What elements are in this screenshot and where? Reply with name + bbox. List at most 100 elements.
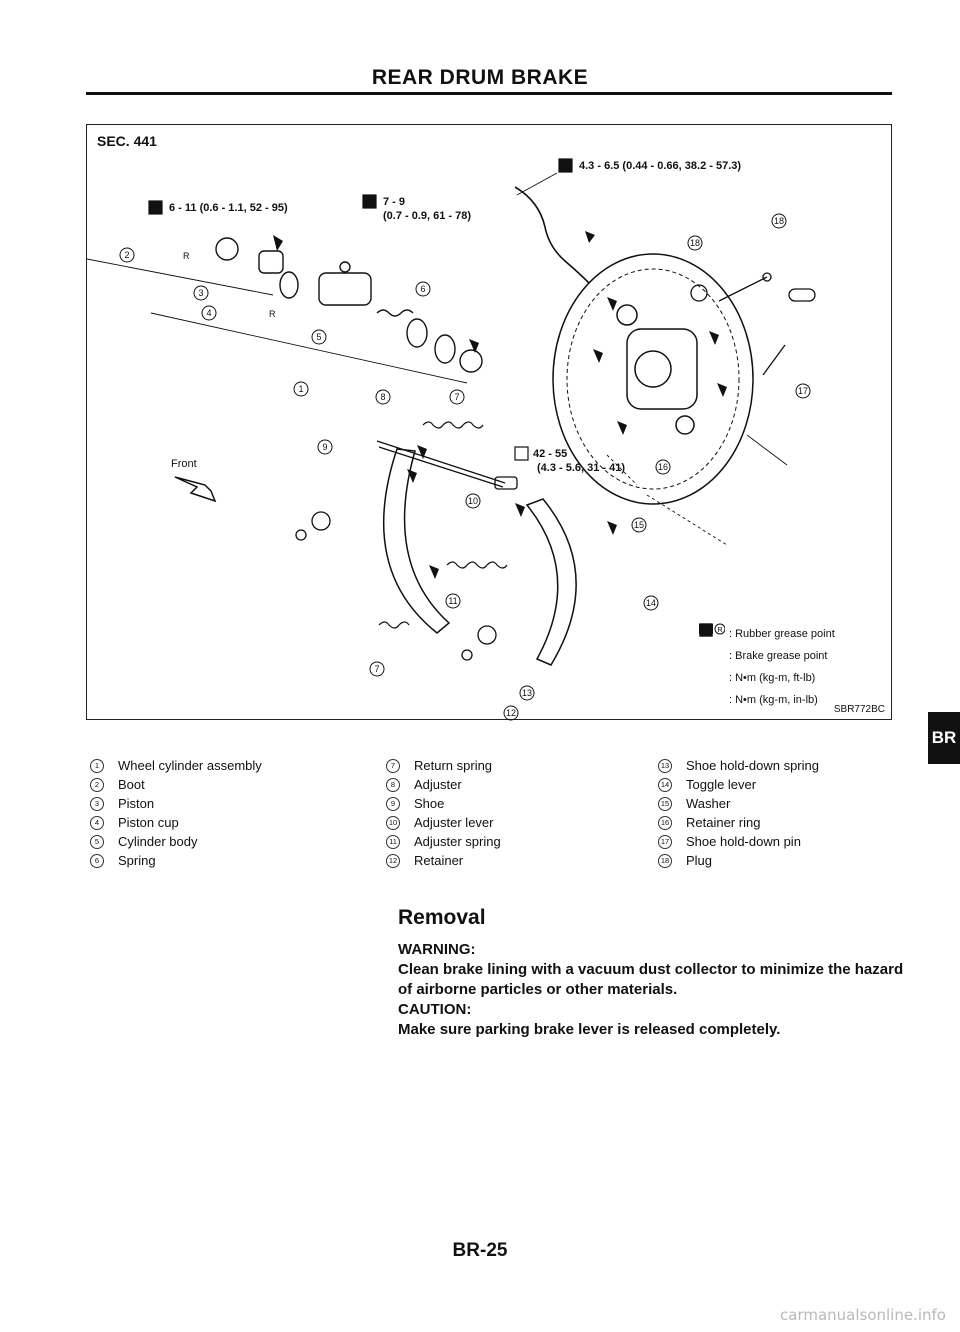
svg-text:2: 2 [124,250,129,260]
part-number: 10 [386,815,400,830]
svg-text:18: 18 [774,216,784,226]
caution-label: CAUTION: [398,1001,472,1018]
part-name: Adjuster lever [414,815,494,830]
legend-row: R : Rubber grease point [699,623,835,645]
warning-text: Clean brake lining with a vacuum dust co… [398,961,904,998]
adjuster [376,440,518,490]
svg-text:17: 17 [798,386,808,396]
callout-10: 10 [465,493,481,509]
callout-14: 14 [643,595,659,611]
part-name: Piston [118,796,155,811]
part-name: Shoe hold-down pin [686,834,801,849]
svg-text:1: 1 [298,384,303,394]
part-name: Retainer [414,853,464,868]
part-number: 2 [90,777,104,792]
part-item: 3 Piston [90,794,262,813]
part-number: 6 [90,853,104,868]
part-name: Shoe [414,796,445,811]
part-number: 18 [658,853,672,868]
part-item: 10 Adjuster lever [386,813,501,832]
svg-text:13: 13 [522,688,532,698]
callout-15: 15 [631,517,647,533]
torque-icon [514,446,529,461]
torque-icon [558,158,573,173]
symbol-legend: R : Rubber grease point : Brake grease p… [699,623,835,711]
backing-plate [552,253,754,505]
part-number: 16 [658,815,672,830]
rubber-grease-tags: R R [183,251,276,319]
part-number: 1 [90,758,104,773]
grease-arrows [273,231,727,579]
legend-row: : N•m (kg-m, in-lb) [699,624,835,711]
part-name: Plug [686,853,713,868]
legend-text: : N•m (kg-m, ft-lb) [729,672,816,684]
part-item: 2 Boot [90,775,262,794]
part-number: 9 [386,796,400,811]
removal-section: Removal WARNING: Clean brake lining with… [398,906,908,1040]
torque-label-2a: 7 - 9 [383,196,405,208]
part-number: 4 [90,815,104,830]
part-name: Toggle lever [686,777,757,792]
callout-2: 2 [119,247,135,263]
callout-16: 16 [655,459,671,475]
part-name: Adjuster spring [414,834,501,849]
legend-text: : Brake grease point [729,650,828,662]
torque-label-3: 4.3 - 6.5 (0.44 - 0.66, 38.2 - 57.3) [579,160,741,172]
part-number: 5 [90,834,104,849]
part-name: Return spring [414,758,493,773]
svg-text:15: 15 [634,520,644,530]
callout-3: 3 [193,285,209,301]
callout-13: 13 [519,685,535,701]
svg-text:11: 11 [448,596,457,606]
grease-tag-4: R [269,309,276,319]
callout-17: 17 [795,383,811,399]
part-number: 11 [386,834,400,849]
callouts: 2 3 4 5 6 1 8 7 9 10 11 7 12 13 14 15 16… [119,213,811,721]
part-item: 7 Return spring [386,756,501,775]
svg-text:9: 9 [322,442,327,452]
part-number: 15 [658,796,672,811]
svg-text:5: 5 [316,332,321,342]
section-tab: BR [928,712,960,764]
callout-11: 11 [445,593,461,609]
svg-text:4: 4 [206,308,211,318]
torque-icon [362,194,377,209]
svg-text:8: 8 [380,392,385,402]
page-number: BR-25 [452,1240,508,1261]
front-label: Front [171,458,197,470]
legend-row: : Brake grease point [699,624,835,667]
hold-down-parts [295,272,816,661]
callout-18b: 18 [771,213,787,229]
part-item: 11 Adjuster spring [386,832,501,851]
part-name: Washer [686,796,731,811]
part-name: Boot [118,777,145,792]
part-number: 13 [658,758,672,773]
front-arrow-icon [174,476,217,503]
diagram-artwork: 6 - 11 (0.6 - 1.1, 52 - 95) 7 - 9 (0.7 -… [87,158,816,721]
svg-text:7: 7 [454,392,459,402]
svg-text:3: 3 [198,288,203,298]
callout-9: 9 [317,439,333,455]
callout-8: 8 [375,389,391,405]
torque-labels: 6 - 11 (0.6 - 1.1, 52 - 95) 7 - 9 (0.7 -… [169,160,741,474]
page-title: REAR DRUM BRAKE [371,66,589,89]
torque-icon [148,200,163,215]
part-number: 3 [90,796,104,811]
part-name: Piston cup [118,815,179,830]
section-label: SEC. 441 [97,133,157,149]
torque-label-2b: (0.7 - 0.9, 61 - 78) [383,210,471,222]
svg-text:6: 6 [420,284,425,294]
grease-tag-legend: R [717,627,722,634]
part-item: 9 Shoe [386,794,501,813]
legend-text: : N•m (kg-m, in-lb) [729,694,818,706]
part-number: 7 [386,758,400,773]
part-number: 17 [658,834,672,849]
